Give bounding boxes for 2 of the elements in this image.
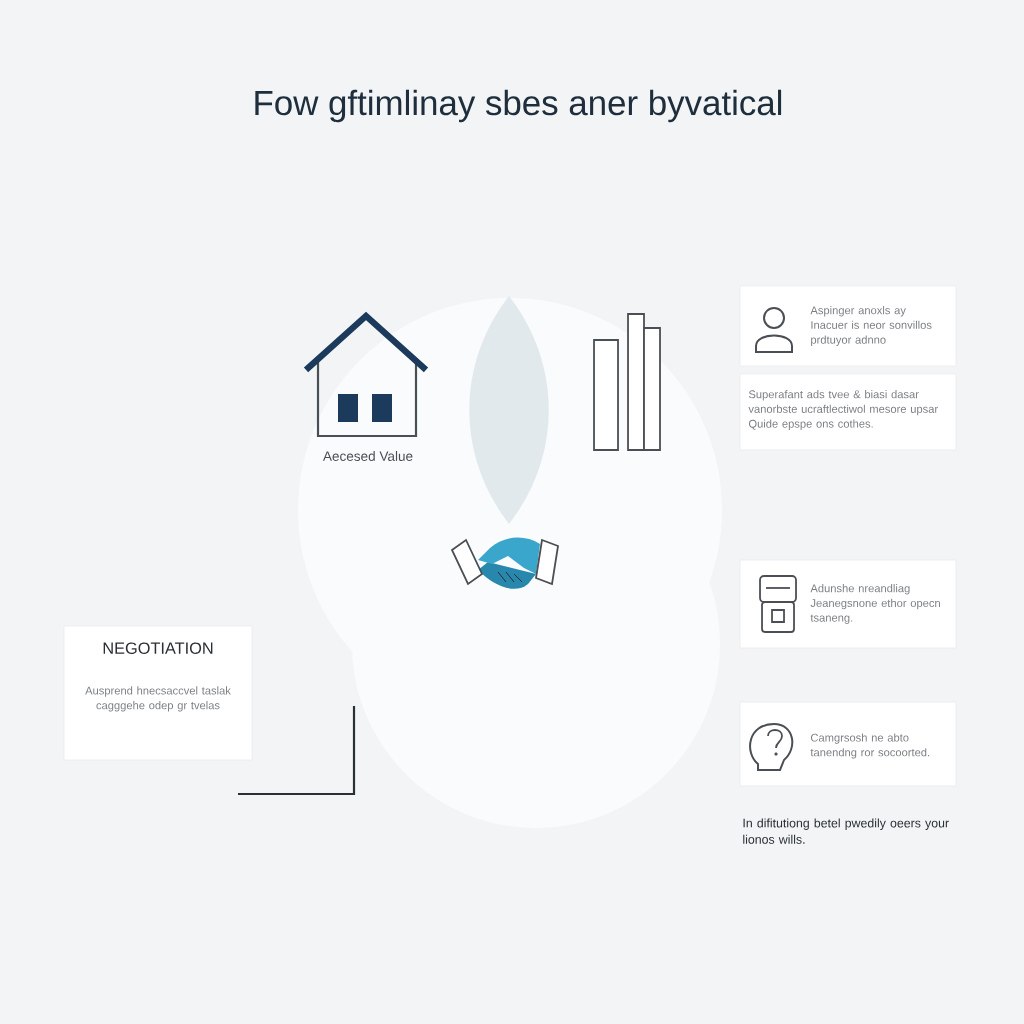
- lens-shape: [469, 296, 549, 524]
- title: Fow gftimlinay sbes aner byvatical: [255, 89, 782, 123]
